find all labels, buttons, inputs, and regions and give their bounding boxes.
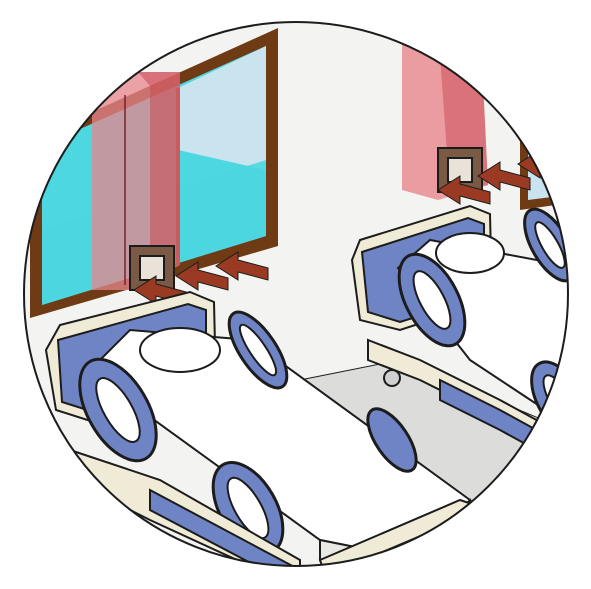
- window-right: [520, 70, 591, 210]
